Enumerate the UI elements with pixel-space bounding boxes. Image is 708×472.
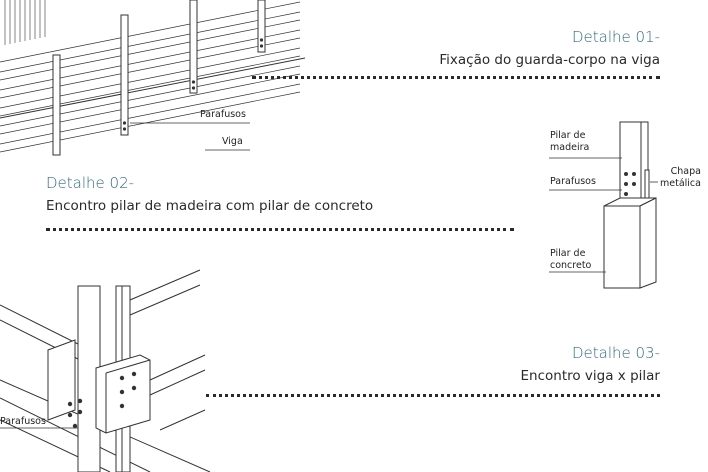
detail2-label-metal-plate: Chapa metálica: [660, 166, 701, 190]
concrete-pillar-line1: Pilar de: [550, 248, 586, 259]
detail1-label-beam: Viga: [222, 136, 243, 147]
detail1-subtitle: Fixação do guarda-corpo na viga: [439, 52, 660, 68]
detail3-title: Detalhe 03-: [571, 344, 660, 362]
detail1-railing-drawing: [0, 0, 306, 156]
detail3-dotted-divider: [206, 394, 660, 397]
wood-pillar-line1: Pilar de: [550, 130, 586, 141]
metal-plate-line1: Chapa: [670, 166, 701, 177]
detail2-pillar-drawing: [549, 121, 658, 289]
detail2-label-screws: Parafusos: [550, 176, 596, 187]
detail1-label-screws: Parafusos: [200, 109, 246, 120]
concrete-pillar-line2: concreto: [550, 260, 592, 271]
detail1-dotted-divider: [252, 76, 660, 79]
metal-plate-line2: metálica: [660, 178, 701, 189]
detail2-title: Detalhe 02-: [46, 174, 135, 192]
detail2-label-concrete-pillar: Pilar de concreto: [550, 248, 591, 272]
detail2-subtitle: Encontro pilar de madeira com pilar de c…: [46, 198, 374, 214]
detail2-label-wood-pillar: Pilar de madeira: [550, 130, 589, 154]
detail3-joint-drawing: [0, 269, 211, 472]
detail3-label-screws: Parafusos: [0, 416, 46, 427]
wood-pillar-line2: madeira: [550, 142, 590, 153]
detail1-title: Detalhe 01-: [571, 28, 660, 46]
detail3-subtitle: Encontro viga x pilar: [520, 368, 660, 384]
detail2-dotted-divider: [46, 228, 514, 231]
